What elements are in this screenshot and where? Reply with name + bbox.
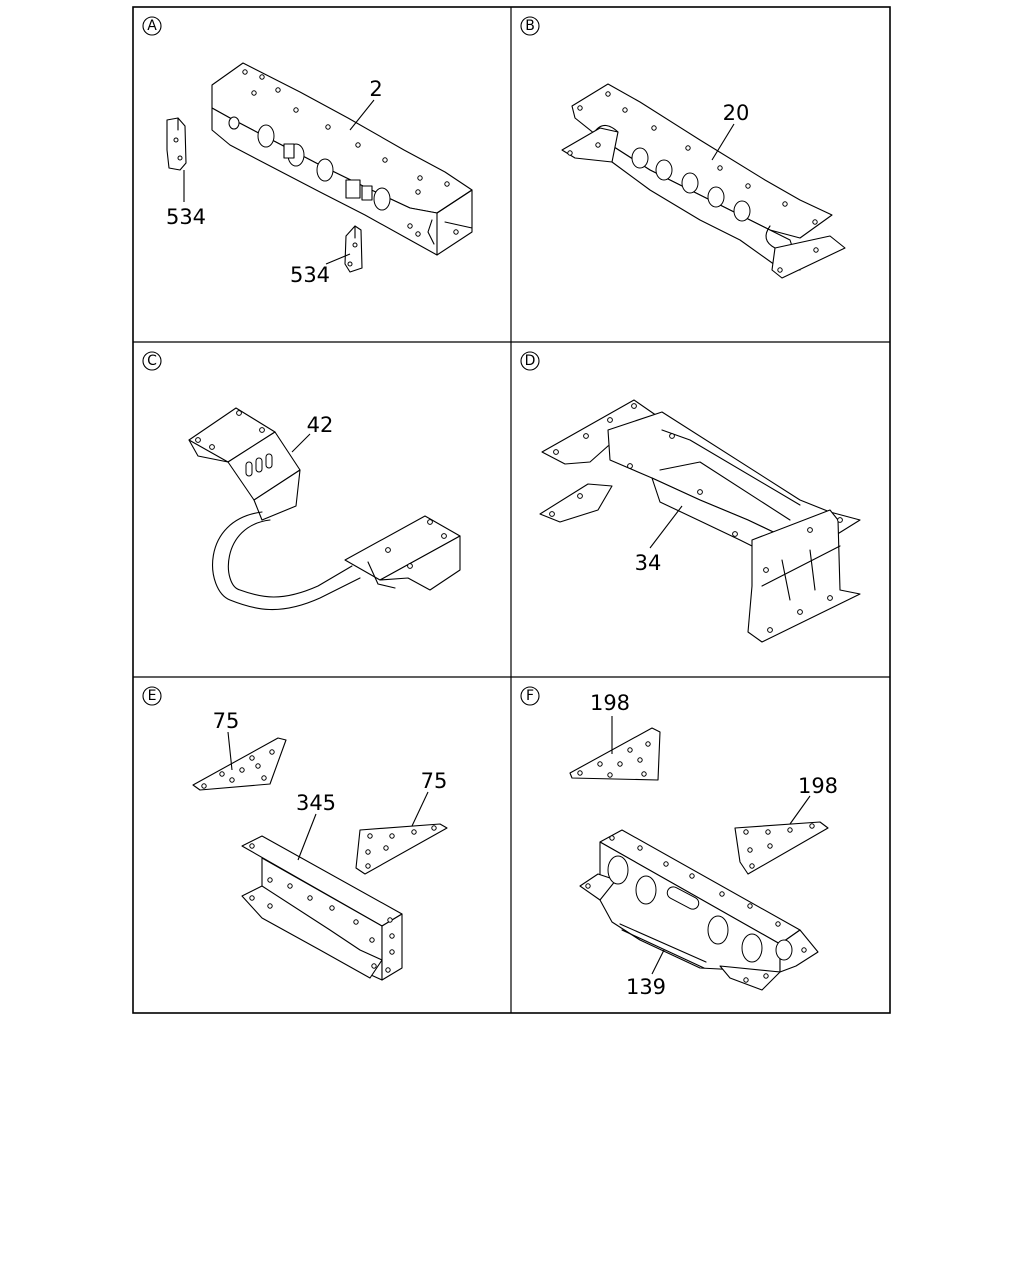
bracket-534-upper-drawing — [166, 117, 187, 171]
callout-139-leader — [651, 949, 665, 975]
callout-75-right: 75 — [421, 769, 448, 793]
panel-a-letter: A — [147, 18, 157, 34]
crossmember-2-drawing — [211, 62, 473, 256]
panel-c: C 42 — [142, 351, 461, 611]
panel-d: D 34 — [520, 351, 861, 643]
callout-34-leader — [649, 505, 683, 549]
callout-198-right-leader — [789, 795, 811, 825]
panel-d-letter: D — [525, 353, 536, 369]
callout-75-left-leader — [227, 731, 233, 771]
gusset-75-left-drawing — [192, 737, 287, 791]
callout-198-upper: 198 — [590, 691, 630, 715]
callout-75-left: 75 — [213, 709, 240, 733]
crossmember-345-drawing — [241, 835, 403, 981]
panel-b-letter: B — [525, 18, 535, 34]
panel-f-badge — [520, 686, 540, 706]
panel-f-letter: F — [526, 688, 534, 704]
callout-345: 345 — [296, 791, 336, 815]
callout-34: 34 — [635, 551, 662, 575]
callout-20-leader — [711, 123, 735, 161]
gusset-198-right-drawing — [734, 821, 829, 875]
callout-42: 42 — [307, 413, 334, 437]
callout-2-leader — [349, 99, 375, 131]
panel-b: B 20 — [520, 16, 846, 279]
callout-534-upper: 534 — [166, 205, 206, 229]
crossmember-139-drawing — [579, 829, 819, 991]
callout-139: 139 — [626, 975, 666, 999]
callout-198-right: 198 — [798, 774, 838, 798]
crossmember-34-drawing — [539, 399, 861, 643]
gusset-75-right-drawing — [355, 823, 448, 875]
panel-a-badge — [142, 16, 162, 36]
callout-534-lower-leader — [325, 253, 351, 265]
panel-e-badge — [142, 686, 162, 706]
panel-e: E 75 — [142, 686, 448, 981]
panel-a: A — [142, 16, 473, 287]
callout-345-leader — [297, 813, 317, 861]
callout-534-lower: 534 — [290, 263, 330, 287]
panel-c-letter: C — [147, 353, 157, 369]
gusset-198-upper-drawing — [569, 727, 661, 781]
panel-e-letter: E — [148, 688, 157, 704]
callout-2: 2 — [369, 77, 382, 101]
bracket-42-drawing — [188, 407, 461, 611]
panel-c-badge — [142, 351, 162, 371]
callout-20: 20 — [723, 101, 750, 125]
panel-d-badge — [520, 351, 540, 371]
callout-75-right-leader — [411, 791, 429, 827]
panel-b-badge — [520, 16, 540, 36]
callout-42-leader — [291, 433, 311, 453]
bracket-534-lower-drawing — [344, 225, 363, 273]
panel-f: F — [520, 686, 838, 999]
crossmember-20-drawing — [561, 83, 846, 279]
